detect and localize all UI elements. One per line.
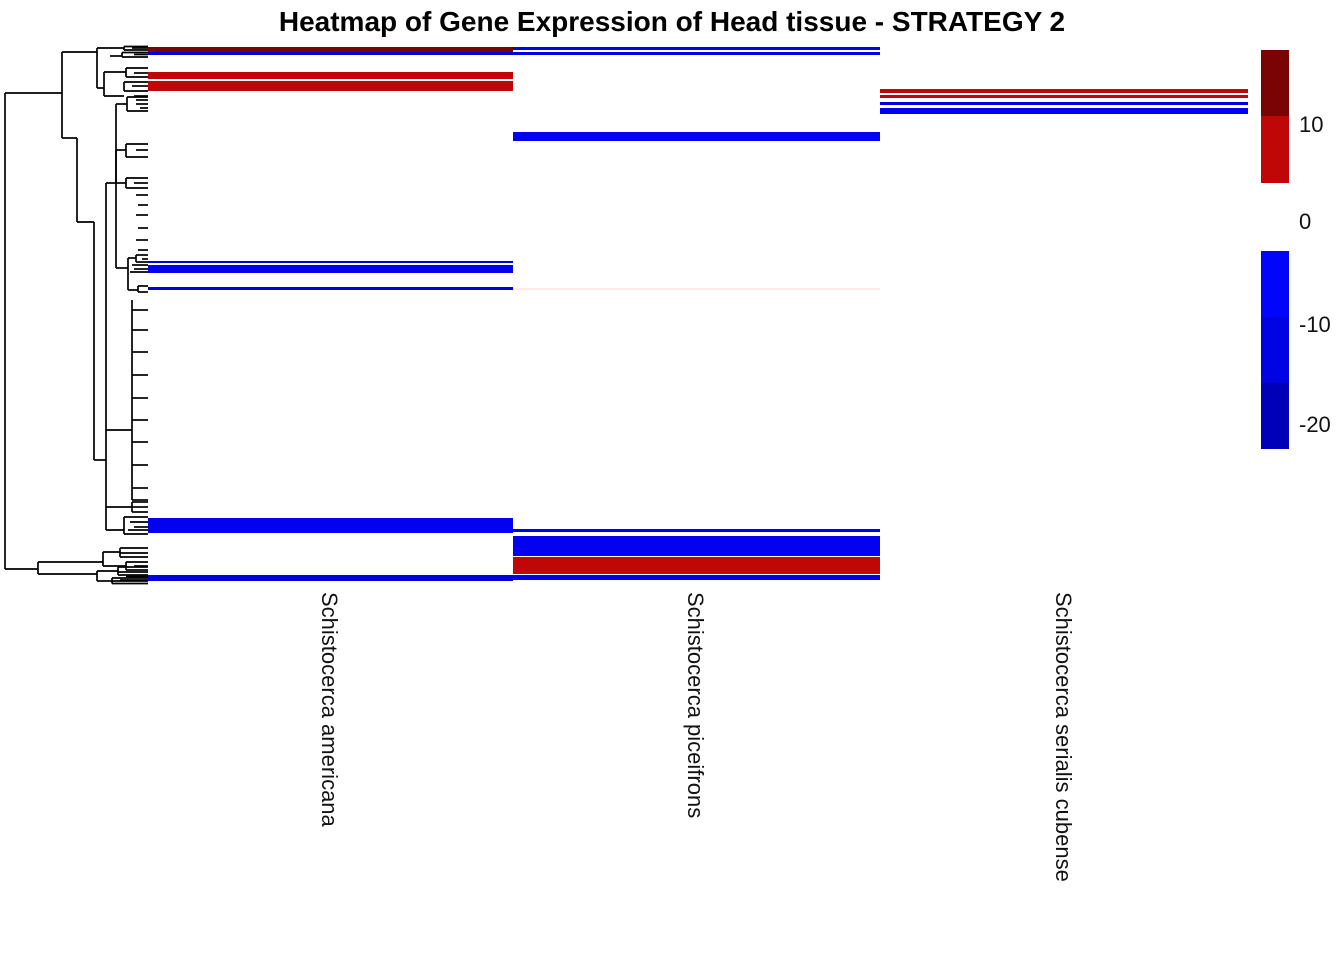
- chart-title: Heatmap of Gene Expression of Head tissu…: [278, 6, 1066, 37]
- legend-color-segment: [1261, 50, 1289, 116]
- heatmap-stripe: [880, 108, 1248, 114]
- heatmap-stripe: [513, 47, 880, 50]
- column-label-serialis-cubense: Schistocerca serialis cubense: [1051, 592, 1076, 882]
- legend-color-segment: [1261, 251, 1289, 317]
- heatmap-stripe: [148, 287, 513, 290]
- heatmap-stripe: [148, 264, 513, 273]
- heatmap-stripe: [513, 556, 880, 574]
- column-label-americana: Schistocerca americana: [317, 592, 342, 827]
- row-dendrogram: [4, 45, 148, 585]
- heatmap-stripe: [148, 72, 513, 79]
- heatmap-stripe: [880, 89, 1248, 93]
- legend-tick-label: -20: [1299, 412, 1331, 437]
- heatmap-stripe: [513, 575, 880, 580]
- heatmap-stripe: [513, 288, 880, 290]
- heatmap-stripe: [513, 131, 880, 141]
- legend-tick-label: -10: [1299, 312, 1331, 337]
- heatmap-stripe: [148, 52, 513, 55]
- heatmap-stripe: [148, 575, 513, 581]
- legend-color-segment: [1261, 183, 1289, 251]
- heatmap-stripe: [148, 81, 513, 91]
- legend-color-segment: [1261, 317, 1289, 383]
- column-label-piceifrons: Schistocerca piceifrons: [683, 592, 708, 819]
- heatmap-stripe: [880, 94, 1248, 98]
- heatmap-stripe: [513, 535, 880, 556]
- heatmap-stripe: [880, 102, 1248, 105]
- heatmap-stripe: [513, 51, 880, 55]
- legend-color-segment: [1261, 383, 1289, 449]
- heatmap-stripe: [148, 47, 513, 52]
- legend-color-segment: [1261, 116, 1289, 183]
- heatmap-stripe: [148, 260, 513, 263]
- heatmap-stripe: [148, 518, 513, 533]
- legend-tick-label: 10: [1299, 112, 1324, 137]
- legend-tick-label: 0: [1299, 209, 1312, 234]
- heatmap-stripe: [513, 529, 880, 532]
